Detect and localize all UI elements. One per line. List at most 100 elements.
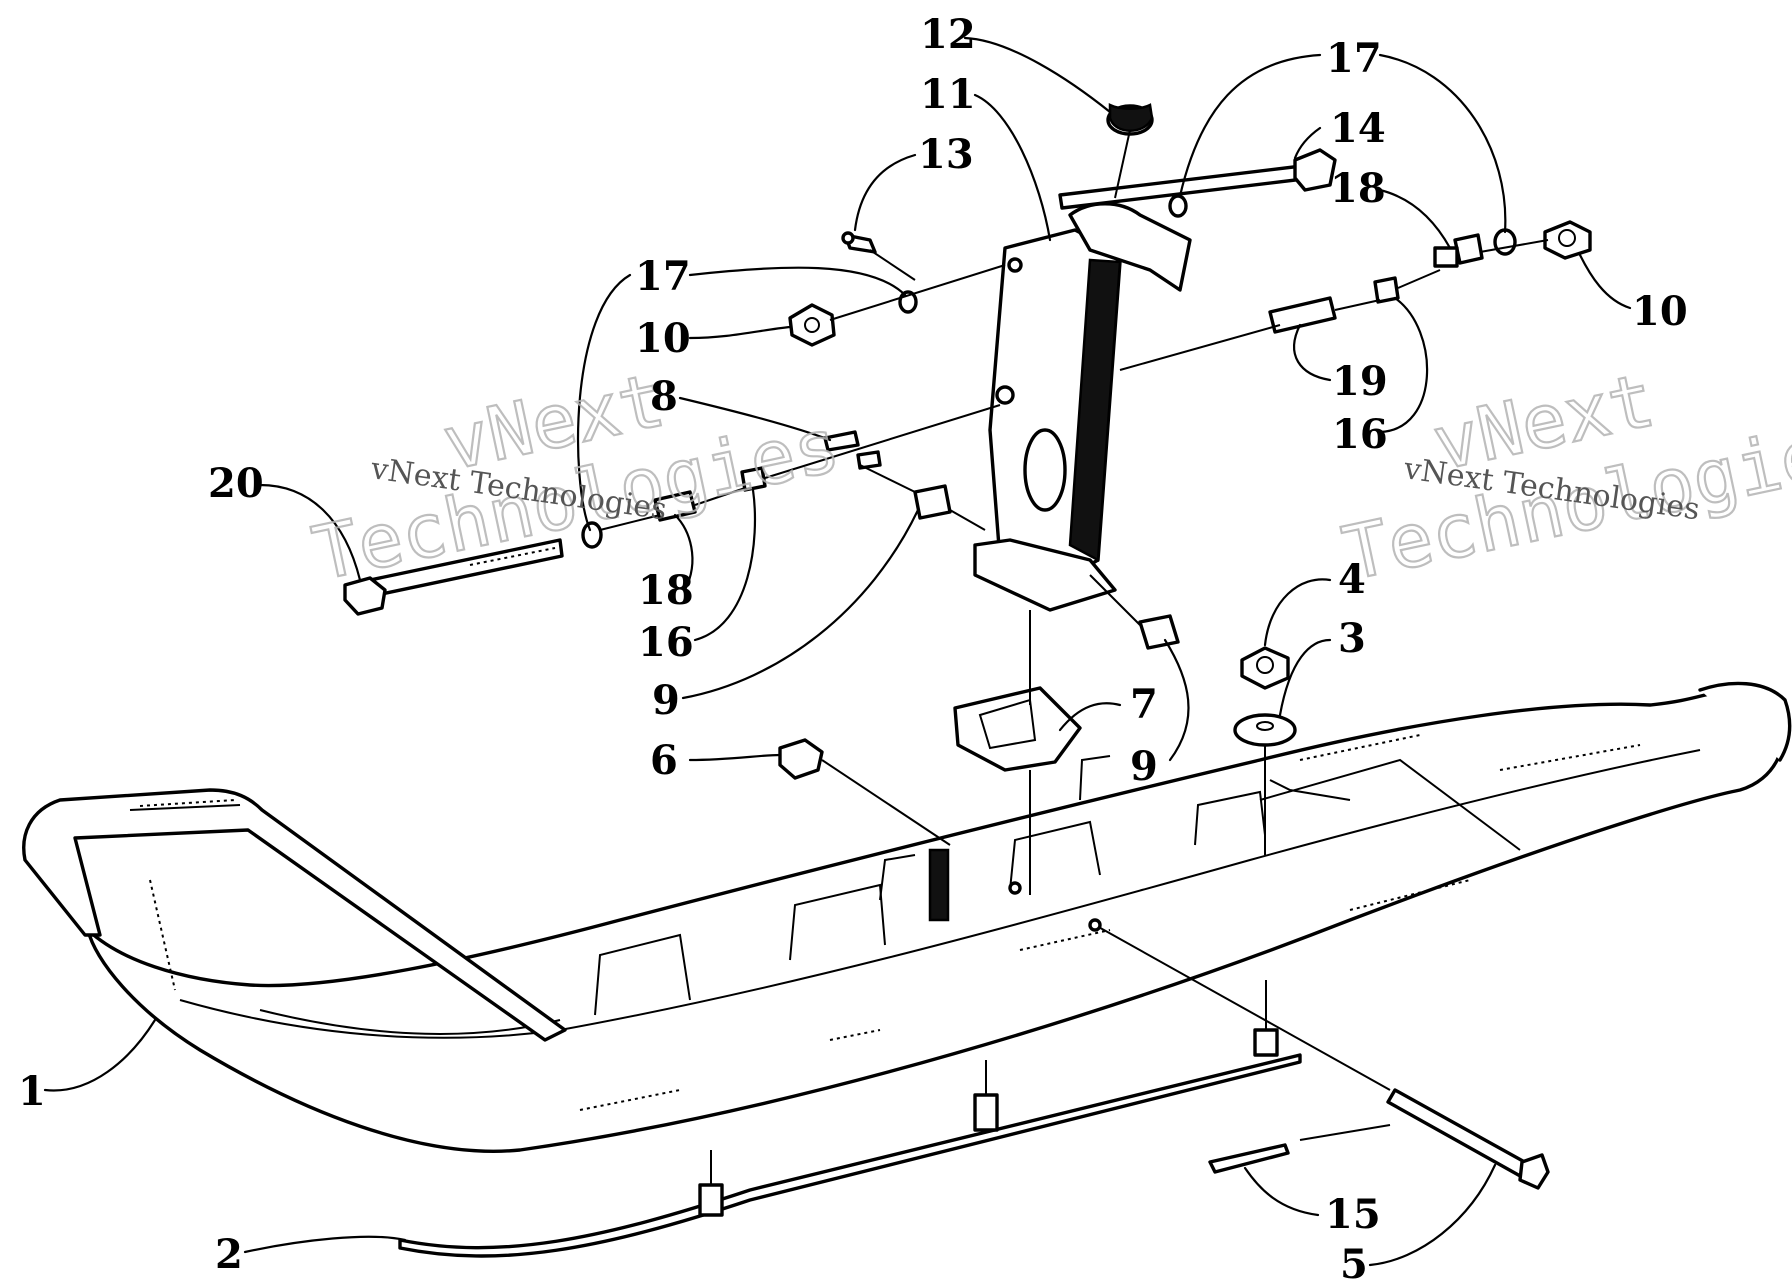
spindle	[973, 202, 1192, 612]
leader-17b-1	[1178, 53, 1322, 198]
leader-20	[258, 483, 362, 582]
callout-16b: 16	[1332, 411, 1388, 458]
handle-hatch	[139, 799, 236, 807]
part-18-bushing-right	[1433, 233, 1484, 268]
ski-assembly	[86, 681, 1792, 1153]
wear-bar-stud-2	[973, 1093, 999, 1132]
callout-15: 15	[1325, 1191, 1381, 1238]
callout-6: 6	[650, 737, 678, 784]
spindle-foot	[973, 538, 1117, 612]
ski-rib-5	[1194, 790, 1266, 846]
spindle-shadow	[1068, 258, 1122, 563]
callout-17a: 17	[635, 253, 691, 300]
callout-5: 5	[1340, 1241, 1368, 1280]
watermark-right: vNext Technologies vNext Technologies	[1335, 356, 1792, 599]
part-14-bolt	[1058, 148, 1337, 210]
ski-hatch-3	[1019, 929, 1111, 951]
leader-4	[1263, 578, 1332, 647]
handle-inner	[129, 804, 241, 811]
leader-5	[1368, 1163, 1497, 1267]
leader-17b-2	[1378, 53, 1507, 234]
handle-outer	[22, 788, 567, 1042]
ski-hatch-2	[579, 1089, 681, 1111]
callout-16a: 16	[638, 619, 694, 666]
callout-10a: 10	[635, 315, 691, 362]
part-5-bolt	[1386, 1088, 1550, 1190]
part-8-pin-b	[856, 450, 882, 470]
ski-shade	[928, 848, 950, 922]
part-13-grease-fitting	[841, 231, 877, 254]
leader-3	[1278, 638, 1332, 717]
spindle-hole-mid	[995, 385, 1015, 405]
leader-8	[678, 396, 832, 442]
part-12-cap	[1106, 102, 1154, 136]
callout-13: 13	[918, 131, 974, 178]
leader-lines	[43, 36, 1632, 1267]
part-17-washer-a	[1168, 194, 1188, 218]
part-17-washer-b	[1493, 228, 1517, 256]
ski-rib-8	[1259, 758, 1521, 851]
leader-16a	[693, 488, 756, 642]
leader-19	[1293, 323, 1332, 382]
part-4-nut	[1240, 646, 1290, 690]
callout-2: 2	[215, 1231, 243, 1278]
callout-18b: 18	[1330, 165, 1386, 212]
callout-12: 12	[920, 11, 976, 58]
part-19-sleeve	[1268, 296, 1337, 334]
callout-9b: 9	[1130, 743, 1158, 790]
leader-9b	[1163, 638, 1190, 762]
leader-10a	[688, 325, 792, 340]
leader-11	[973, 93, 1052, 242]
leader-10b	[1578, 253, 1632, 310]
leader-9a	[681, 508, 920, 700]
ski-deck-edge	[179, 749, 1701, 1039]
leader-2	[243, 1235, 407, 1254]
wear-bar-rod	[398, 1053, 1302, 1258]
part-8-pin	[823, 430, 860, 452]
part-6-nut	[778, 738, 824, 780]
part-15-cotter-pin	[1208, 1143, 1290, 1174]
part-7-saddle	[953, 686, 1082, 772]
ski-rib-1	[594, 933, 691, 1016]
spindle-top	[1068, 202, 1192, 292]
callout-10b: 10	[1632, 288, 1688, 335]
part-9-bushing-a	[913, 484, 952, 520]
part-3-washer-hole	[1256, 721, 1274, 731]
callout-7: 7	[1130, 681, 1158, 728]
leader-17a-1	[688, 266, 907, 297]
ski-rib-6	[1079, 755, 1111, 801]
leader-18a	[673, 513, 694, 592]
leader-6	[688, 753, 782, 762]
callout-3: 3	[1338, 615, 1366, 662]
wear-bar-stud-1	[698, 1183, 724, 1217]
leader-7	[1058, 702, 1122, 732]
wear-bar	[398, 980, 1302, 1258]
leader-18b	[1378, 188, 1452, 250]
ski-hatch-7	[1499, 744, 1641, 771]
callout-20: 20	[208, 460, 264, 507]
leader-16b	[1378, 296, 1429, 434]
ski-handle-loop	[22, 788, 567, 1042]
part-16-spacer-left	[740, 466, 767, 492]
part-16-spacer-right	[1373, 276, 1400, 304]
leader-15	[1243, 1166, 1320, 1217]
callout-8: 8	[650, 373, 678, 420]
leader-1	[43, 1018, 157, 1092]
callout-11: 11	[920, 71, 976, 118]
callout-4: 4	[1338, 556, 1366, 603]
leader-13	[853, 153, 917, 232]
ski-rib-4	[1009, 820, 1101, 891]
callout-17b: 17	[1326, 35, 1382, 82]
leader-14	[1293, 126, 1322, 160]
callout-18a: 18	[638, 567, 694, 614]
part-10-nut-left	[788, 303, 836, 347]
spindle-hole-upper	[1007, 257, 1023, 273]
ski-hatch-1	[149, 879, 176, 991]
watermark-left: vNext Technologies vNext Technologies	[305, 356, 848, 599]
callout-14: 14	[1330, 105, 1386, 152]
callout-1: 1	[18, 1068, 46, 1115]
callout-9a: 9	[652, 677, 680, 724]
part-17-washer-bolt20	[581, 521, 603, 549]
ski-rib-3	[879, 854, 916, 901]
